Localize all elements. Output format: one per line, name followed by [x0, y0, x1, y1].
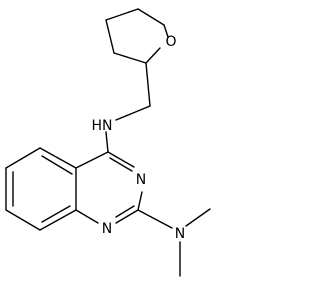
bond-c4-n3	[107, 151, 135, 168]
atom-n-dimethyl: N	[175, 226, 185, 242]
bond-ndm-me1	[185, 208, 211, 227]
bond-thf-o-c4	[145, 47, 161, 64]
bond-c7-c8	[5, 209, 41, 231]
bond-thf-c5-c1	[105, 19, 115, 54]
atom-oxygen: O	[165, 34, 176, 50]
atom-n1: N	[102, 221, 112, 237]
bond-c8-c8a	[39, 209, 77, 231]
bond-c4a-c5-double	[41, 155, 73, 175]
bond-c2-n1	[115, 209, 139, 224]
bond-thf-c1-c2	[105, 8, 139, 21]
bond-ch2-nh	[115, 105, 151, 121]
tetrahydrofuran-ring	[105, 8, 169, 64]
bond-c8-c8a-double	[41, 205, 71, 223]
atom-nh: HN	[92, 118, 113, 134]
molecule-canvas: O HN N N N	[5, 8, 211, 277]
bond-thf-c4-c5	[113, 52, 147, 64]
bond-thf-c2-c3	[137, 8, 165, 26]
bond-n1-c8a	[75, 209, 99, 224]
bond-c5-c6	[5, 147, 41, 169]
bond-c2-n1-double	[115, 205, 135, 218]
bond-c4-n3-double	[109, 157, 133, 172]
bond-c4a-c4	[75, 151, 109, 169]
bond-n3-c2	[137, 191, 143, 211]
pyrimidine-ring	[75, 151, 143, 224]
bond-nh-c4	[105, 131, 109, 153]
atom-n3: N	[136, 172, 146, 188]
bond-c4a-c5	[39, 147, 77, 169]
molecule-drawing: O HN N N N	[5, 8, 211, 277]
benzene-ring	[5, 147, 77, 231]
bond-c2-ndm	[137, 209, 173, 229]
bond-thf-c3-o	[163, 24, 169, 38]
bond-thf-ch2	[145, 62, 151, 107]
